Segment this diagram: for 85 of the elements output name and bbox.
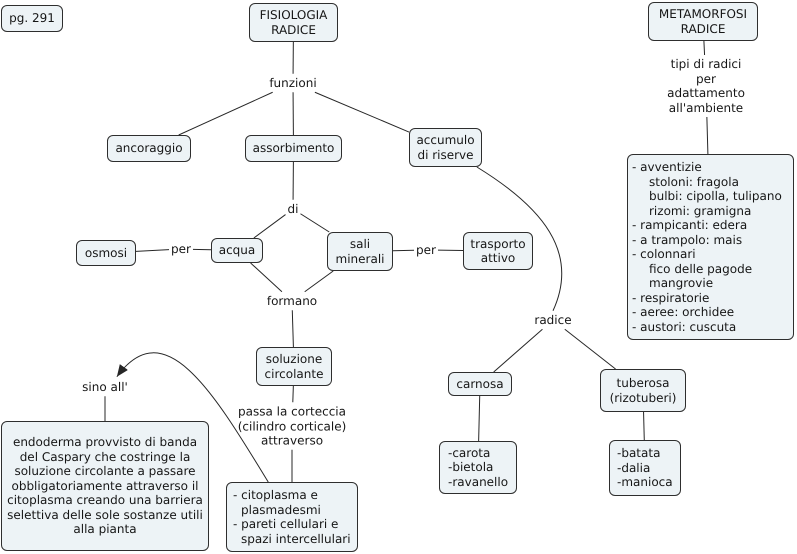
- list-item: - a trampolo: mais: [632, 232, 742, 247]
- list-item: - citoplasma e plasmadesmi: [233, 488, 322, 517]
- list-item: - rampicanti: edera: [632, 218, 748, 232]
- concept-box: [648, 2, 758, 41]
- concept-box: [107, 135, 191, 162]
- concept-label: carnosa: [456, 376, 504, 392]
- list-item: -manioca: [617, 475, 673, 490]
- list-item: - pareti cellulari e spazi intercellulari: [233, 517, 352, 546]
- linking-phrase: formano: [266, 294, 318, 308]
- linking-phrase: per: [171, 242, 191, 256]
- list-item: - colonnari: [632, 247, 696, 262]
- concept-box: [249, 3, 338, 42]
- connector-line: [250, 262, 282, 292]
- concept-label: acqua: [218, 243, 256, 258]
- concept-box: [211, 238, 263, 263]
- list-item: - aeree: orchidee: [632, 305, 734, 320]
- connector-line: [292, 162, 294, 200]
- concept-box: [609, 440, 681, 496]
- concept-box: [627, 154, 794, 340]
- linking-phrase: di: [288, 202, 298, 216]
- concept-box: [245, 135, 342, 162]
- page-reference: pg. 291: [9, 11, 55, 26]
- connector-line: [192, 248, 212, 250]
- linking-phrase: funzioni: [269, 76, 317, 90]
- concept-box: [463, 232, 533, 270]
- list-item: - avventizie: [632, 160, 702, 174]
- concept-label: METAMORFOSI RADICE: [658, 7, 748, 36]
- linking-phrase: per: [416, 242, 436, 258]
- connector-line: [564, 328, 616, 370]
- concept-box: [256, 347, 332, 386]
- concept-box: [76, 240, 136, 266]
- arrow: [116, 352, 269, 482]
- connector-line: [437, 250, 464, 252]
- concept-box: [600, 369, 686, 412]
- concept-box: [448, 372, 512, 396]
- concept-label: osmosi: [84, 246, 128, 260]
- list-item: mangrovie: [648, 276, 714, 290]
- list-item: -dalia: [617, 460, 650, 476]
- concept-label: ancoraggio: [115, 141, 183, 156]
- concept-label: accumulo di riserve: [415, 133, 476, 162]
- connector-line: [253, 214, 286, 238]
- concept-box: [226, 482, 358, 552]
- concept-box: [409, 128, 482, 167]
- connector-line: [292, 42, 294, 74]
- connector-line: [292, 92, 294, 136]
- connector-line: [292, 310, 294, 348]
- linking-phrase: passa la corteccia (cilindro corticale) attraverso: [234, 404, 350, 448]
- concept-box: [327, 232, 393, 271]
- concept-label: tuberosa (rizotuberi): [608, 376, 678, 405]
- concept-label: endoderma provvisto di banda del Caspary che costringe la soluzione circolante a passare obbligatoriamente attraverso il citoplasma creando una barriera selettiva delle sole sostanze utili alla pianta: [6, 435, 204, 537]
- connector-line: [300, 213, 330, 232]
- connector-line: [292, 386, 294, 403]
- concept-box: [439, 441, 517, 494]
- connector-line: [304, 270, 334, 292]
- concept-label: FISIOLOGIA RADICE: [258, 8, 328, 37]
- connector-line: [104, 396, 106, 422]
- connector-line: [392, 250, 415, 252]
- connector-line: [178, 92, 274, 136]
- connector-line: [478, 396, 480, 442]
- note-box: [1, 5, 63, 32]
- linking-phrase: radice: [534, 312, 572, 328]
- linking-phrase: sino all': [82, 380, 128, 394]
- linking-phrase: tipi di radici per adattamento all'ambiente: [665, 57, 747, 115]
- list-item: - respiratorie: [632, 290, 710, 305]
- connector-line: [706, 116, 708, 154]
- list-item: -bietola: [448, 460, 494, 475]
- connector-line: [476, 166, 562, 312]
- list-item: rizomi: gramigna: [648, 204, 752, 218]
- list-item: - austori: cuscuta: [632, 320, 736, 334]
- concept-label: trasporto attivo: [469, 236, 527, 266]
- connector-line: [643, 412, 645, 440]
- connector-line: [493, 328, 543, 372]
- connector-line: [136, 249, 170, 252]
- concept-label: assorbimento: [252, 141, 334, 156]
- list-item: -carota: [448, 446, 490, 460]
- list-item: bulbi: cipolla, tulipano: [648, 189, 782, 204]
- concept-box: [1, 421, 209, 551]
- connector-line: [703, 40, 706, 56]
- list-item: -batata: [617, 446, 660, 461]
- list-item: -ravanello: [448, 474, 508, 490]
- list-item: stoloni: fragola: [648, 174, 739, 189]
- list-item: fico delle pagode: [648, 262, 752, 276]
- concept-label: soluzione circolante: [264, 352, 324, 381]
- concept-label: sali minerali: [334, 237, 386, 266]
- connector-line: [314, 92, 410, 133]
